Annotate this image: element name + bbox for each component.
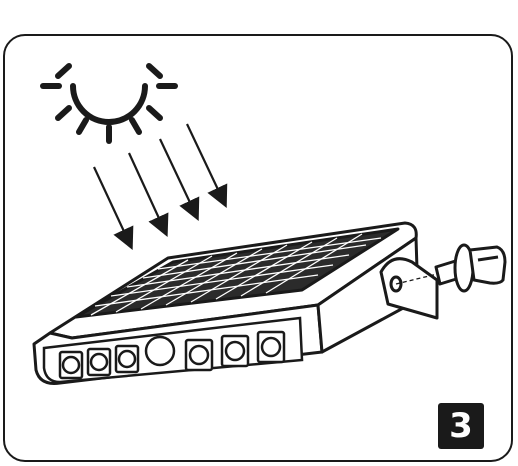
led-lens: [114, 344, 140, 374]
led-lens: [86, 347, 112, 377]
light-ray-arrow: [186, 123, 228, 208]
light-ray-arrows: [93, 123, 228, 250]
step-number-badge: 3: [438, 403, 484, 449]
led-lens-strip: [42, 316, 304, 384]
led-lens: [184, 338, 214, 372]
motion-sensor: [144, 335, 176, 367]
screw-icon: [434, 243, 507, 293]
light-ray-arrow: [93, 166, 134, 250]
led-lens: [58, 350, 84, 380]
led-lens: [220, 334, 250, 368]
light-ray-arrow: [128, 152, 169, 237]
solar-cell-grid: [90, 233, 382, 316]
led-lens: [256, 330, 286, 364]
light-ray-arrow: [159, 138, 200, 221]
mounting-bracket: [379, 257, 439, 320]
sun-icon: [40, 63, 178, 144]
